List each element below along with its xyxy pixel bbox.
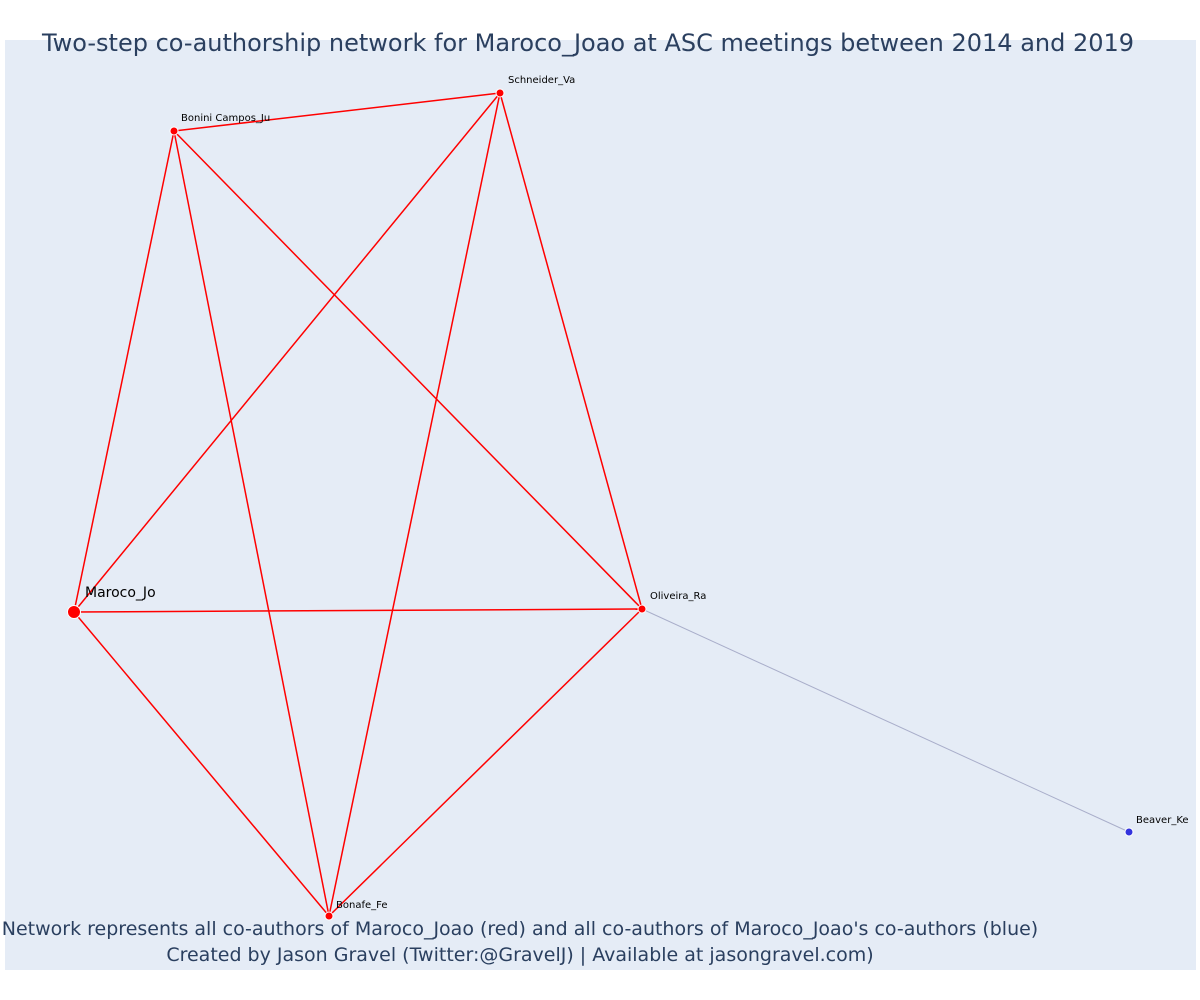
chart-title: Two-step co-authorship network for Maroc… bbox=[41, 29, 1135, 57]
node-maroco_jo[interactable] bbox=[67, 605, 81, 619]
edge-schneider_va-oliveira_ra bbox=[499, 92, 643, 610]
node-layer bbox=[67, 88, 1134, 921]
node-bonafe_fe[interactable] bbox=[324, 911, 334, 921]
edge-layer bbox=[73, 92, 1130, 917]
node-bonini-campos_ju[interactable] bbox=[169, 126, 179, 136]
node-schneider_va[interactable] bbox=[495, 88, 505, 98]
plot-background bbox=[5, 40, 1196, 970]
caption-line-2: Created by Jason Gravel (Twitter:@Gravel… bbox=[166, 944, 874, 966]
node-label-oliveira_ra: Oliveira_Ra bbox=[650, 591, 706, 602]
edge-schneider_va-bonafe_fe bbox=[328, 92, 501, 917]
edge-maroco_jo-bonini-campos_ju bbox=[73, 130, 175, 613]
caption-line-1: Network represents all co-authors of Mar… bbox=[1, 918, 1039, 940]
edge-maroco_jo-bonafe_fe bbox=[73, 611, 330, 917]
edge-bonini-campos_ju-schneider_va bbox=[173, 92, 501, 132]
node-oliveira_ra[interactable] bbox=[637, 604, 647, 614]
node-label-bonafe_fe: Bonafe_Fe bbox=[336, 900, 387, 911]
node-beaver_ke[interactable] bbox=[1124, 827, 1134, 837]
edge-bonini-campos_ju-bonafe_fe bbox=[173, 130, 330, 917]
node-label-beaver_ke: Beaver_Ke bbox=[1136, 815, 1189, 826]
label-layer: Maroco_Jo Bonini Campos_Ju Schneider_VaOli… bbox=[85, 75, 1189, 911]
edge-maroco_jo-schneider_va bbox=[73, 92, 501, 613]
edge-oliveira_ra-beaver_ke bbox=[641, 608, 1130, 833]
node-label-bonini-campos_ju: Bonini Campos_Ju bbox=[181, 113, 270, 124]
edge-oliveira_ra-bonafe_fe bbox=[328, 608, 643, 917]
node-label-maroco_jo: Maroco_Jo bbox=[85, 585, 156, 601]
edge-maroco_jo-oliveira_ra bbox=[73, 608, 643, 613]
node-label-schneider_va: Schneider_Va bbox=[508, 75, 575, 86]
edge-bonini-campos_ju-oliveira_ra bbox=[173, 130, 643, 610]
network-graph: Maroco_Jo Bonini Campos_Ju Schneider_VaOli… bbox=[5, 40, 1196, 970]
